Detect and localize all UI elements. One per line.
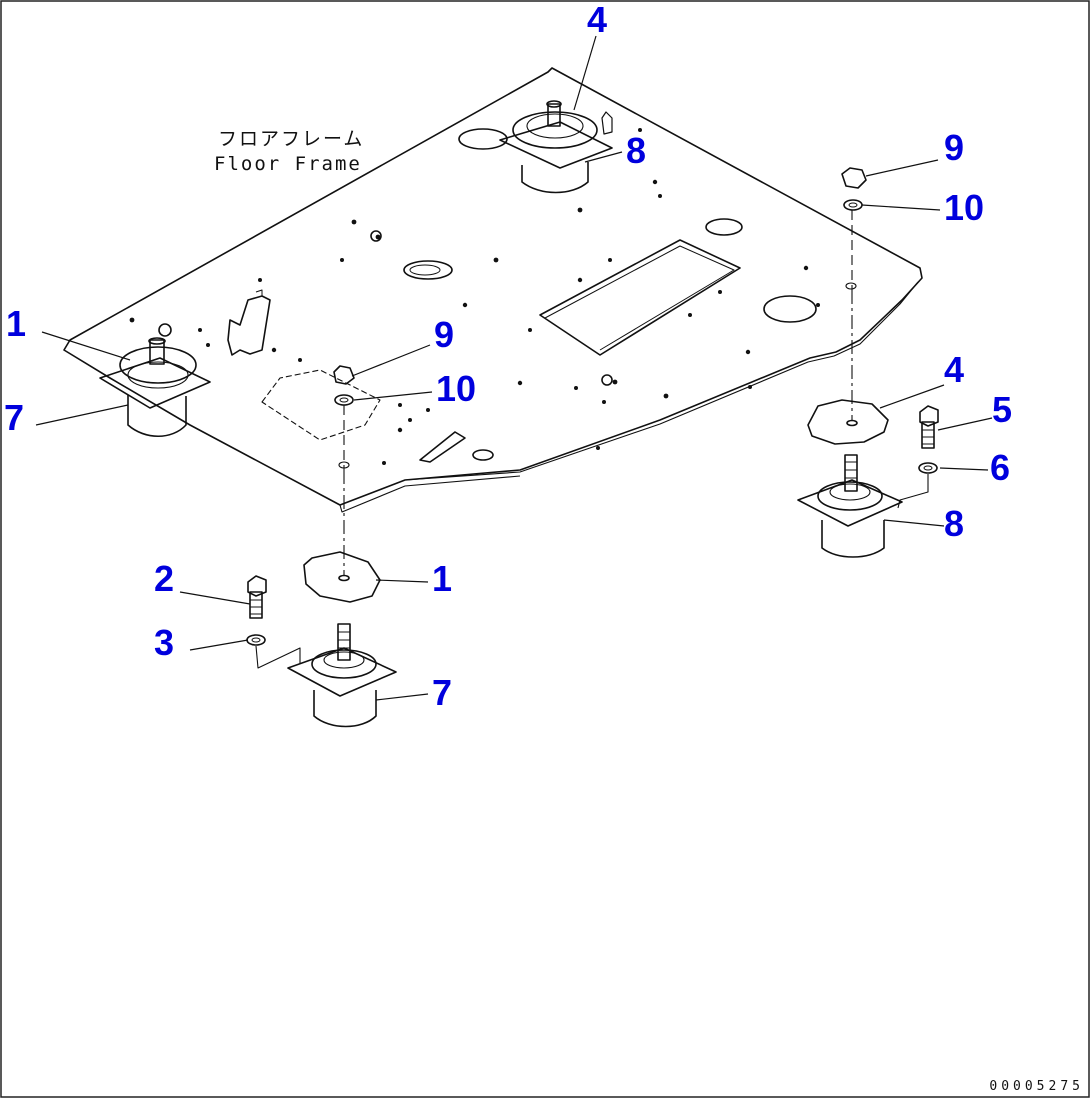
callout-2: 2 bbox=[154, 558, 175, 599]
washer-6 bbox=[918, 462, 938, 474]
cover-plate-right bbox=[807, 399, 889, 445]
washer-10-mid-hole bbox=[339, 397, 349, 403]
callout-7-left: 7 bbox=[4, 397, 25, 438]
washer-3-hole bbox=[251, 637, 261, 643]
hole-left-2 bbox=[370, 230, 382, 242]
plate-opening bbox=[539, 239, 741, 356]
callout-10-mid: 10 bbox=[436, 368, 477, 409]
slot-e bbox=[419, 431, 466, 463]
callout-9-right: 9 bbox=[944, 127, 965, 168]
callout-7-bottom: 7 bbox=[432, 672, 453, 713]
leader-6-zigzag bbox=[897, 474, 929, 509]
mount-right-loose bbox=[797, 454, 903, 558]
drawing-code: 00005275 bbox=[989, 1079, 1084, 1094]
callout-8-top: 8 bbox=[626, 130, 647, 171]
mount-bottom-loose bbox=[287, 623, 397, 728]
leader-3-zigzag bbox=[255, 645, 301, 669]
slot-a-inner bbox=[409, 264, 441, 276]
hole-left bbox=[158, 323, 172, 337]
bolt-2 bbox=[247, 575, 267, 619]
floor-frame-plate bbox=[63, 67, 923, 506]
plate-holes bbox=[129, 128, 820, 465]
nut-9-right bbox=[841, 167, 867, 189]
callout-6: 6 bbox=[990, 447, 1011, 488]
plate-bracket-tab bbox=[255, 289, 263, 296]
callout-10-right: 10 bbox=[944, 187, 985, 228]
washer-10-right bbox=[843, 199, 863, 211]
cover-plate-bottom-hole bbox=[338, 574, 350, 582]
slot-c bbox=[763, 295, 817, 323]
callout-4-right: 4 bbox=[944, 349, 965, 390]
cover-plate-bottom bbox=[303, 551, 381, 603]
hole-front bbox=[472, 449, 494, 461]
callout-4-top: 4 bbox=[587, 0, 608, 40]
washer-10-mid bbox=[334, 394, 354, 406]
slot-d bbox=[458, 128, 508, 150]
mount-left bbox=[99, 337, 211, 437]
mount-top bbox=[499, 100, 613, 194]
hole-mid bbox=[601, 374, 613, 386]
callout-5: 5 bbox=[992, 389, 1013, 430]
callout-3: 3 bbox=[154, 622, 175, 663]
plate-opening-lip bbox=[544, 245, 735, 351]
cover-plate-right-hole bbox=[846, 419, 858, 427]
washer-10-right-hole bbox=[848, 202, 858, 208]
leader-lines bbox=[35, 35, 993, 701]
slot-b bbox=[705, 218, 743, 236]
callout-9-mid: 9 bbox=[434, 314, 455, 355]
floor-frame-label-jp: フロアフレーム bbox=[218, 128, 365, 150]
plate-bracket bbox=[227, 295, 271, 356]
washer-6-hole bbox=[923, 465, 933, 471]
washer-3 bbox=[246, 634, 266, 646]
plate-edge-front bbox=[339, 475, 521, 513]
callout-1-left: 1 bbox=[6, 303, 27, 344]
plate-edge-lower bbox=[404, 281, 919, 481]
alignment-axes bbox=[343, 210, 853, 575]
bolt-5 bbox=[919, 405, 939, 449]
nut-9-mid bbox=[333, 365, 355, 385]
slot-a bbox=[403, 260, 453, 280]
callout-8-right: 8 bbox=[944, 503, 965, 544]
callout-1-bottom: 1 bbox=[432, 558, 453, 599]
cover-outline bbox=[261, 369, 381, 441]
floor-frame-label-en: Floor Frame bbox=[214, 153, 362, 175]
plate-hole-right bbox=[845, 282, 857, 290]
